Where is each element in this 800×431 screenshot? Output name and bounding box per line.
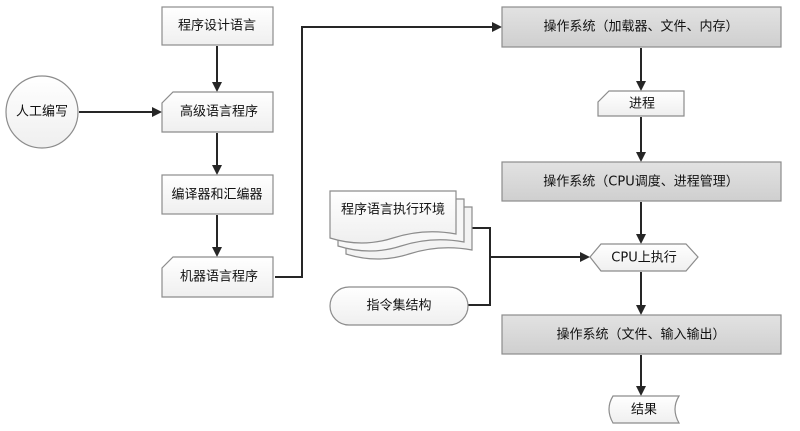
os-loader-label: 操作系统（加载器、文件、内存）: [543, 19, 738, 35]
arrow-machine-to-os-loader: [275, 22, 502, 278]
line-isa-to-cpu-exec: [468, 257, 491, 306]
os-file-io-label: 操作系统（文件、输入输出）: [556, 327, 725, 343]
node-machine-program: 机器语言程序: [161, 256, 274, 298]
node-cpu-exec: CPU上执行: [589, 243, 699, 272]
node-os-cpu-sched: 操作系统（CPU调度、进程管理）: [501, 161, 782, 202]
prog-design-lang-label: 程序设计语言: [178, 19, 256, 34]
high-level-program-label: 高级语言程序: [180, 104, 258, 120]
connectors: [79, 22, 646, 396]
result-label: 结果: [631, 403, 657, 418]
node-manual-writing: 人工编写: [5, 75, 79, 149]
os-cpu-sched-label: 操作系统（CPU调度、进程管理）: [543, 174, 738, 190]
process-label: 进程: [629, 97, 655, 112]
node-high-level-program: 高级语言程序: [161, 91, 274, 133]
arrow-env-to-cpu-exec: [470, 227, 590, 262]
machine-program-label: 机器语言程序: [180, 270, 258, 285]
cpu-exec-label: CPU上执行: [611, 251, 676, 266]
runtime-env-label: 程序语言执行环境: [341, 203, 445, 218]
node-isa: 指令集结构: [329, 286, 469, 326]
node-process: 进程: [597, 90, 685, 117]
node-prog-design-lang: 程序设计语言: [161, 6, 274, 46]
node-os-file-io: 操作系统（文件、输入输出）: [501, 314, 782, 355]
compiler-assembler-label: 编译器和汇编器: [171, 188, 262, 203]
node-os-loader: 操作系统（加载器、文件、内存）: [501, 6, 782, 48]
isa-label: 指令集结构: [366, 298, 431, 314]
manual-writing-label: 人工编写: [16, 105, 68, 120]
node-compiler-assembler: 编译器和汇编器: [161, 174, 274, 215]
node-result: 结果: [608, 395, 681, 424]
node-runtime-env: 程序语言执行环境: [329, 190, 473, 260]
